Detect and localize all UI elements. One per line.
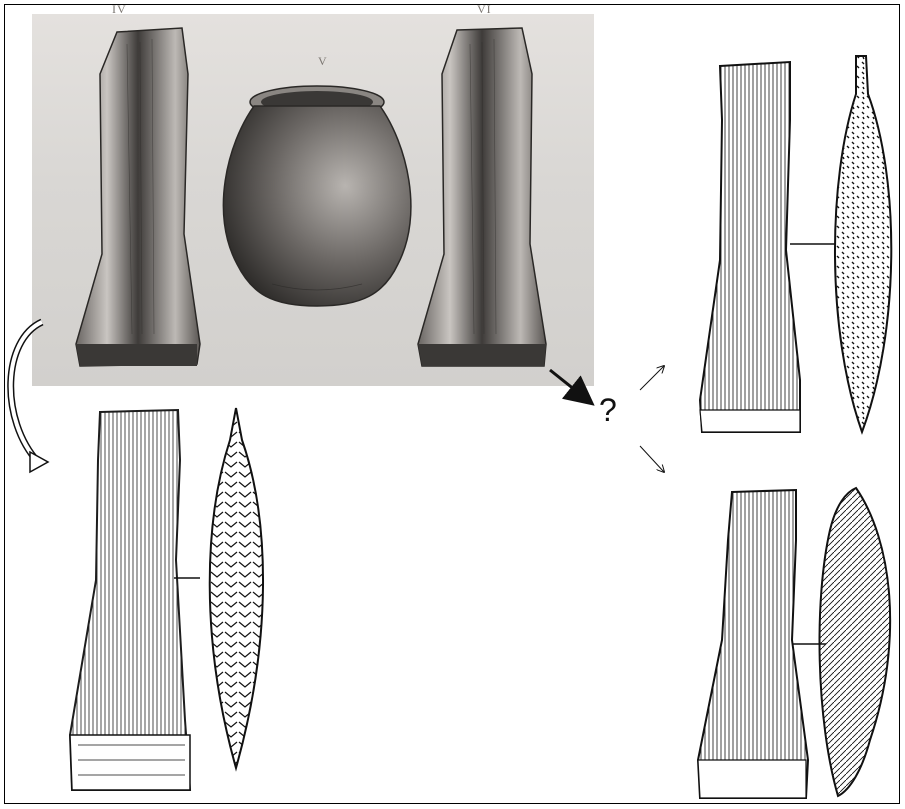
axe-drawing-bottom-left <box>70 408 263 790</box>
curved-arrow-icon <box>11 322 48 472</box>
arrow-up-right <box>640 366 664 390</box>
axe-drawing-bottom-right <box>698 488 890 798</box>
arrow-to-question <box>550 370 590 402</box>
axe-drawing-top-right <box>700 56 891 432</box>
arrow-down-right <box>640 446 664 472</box>
